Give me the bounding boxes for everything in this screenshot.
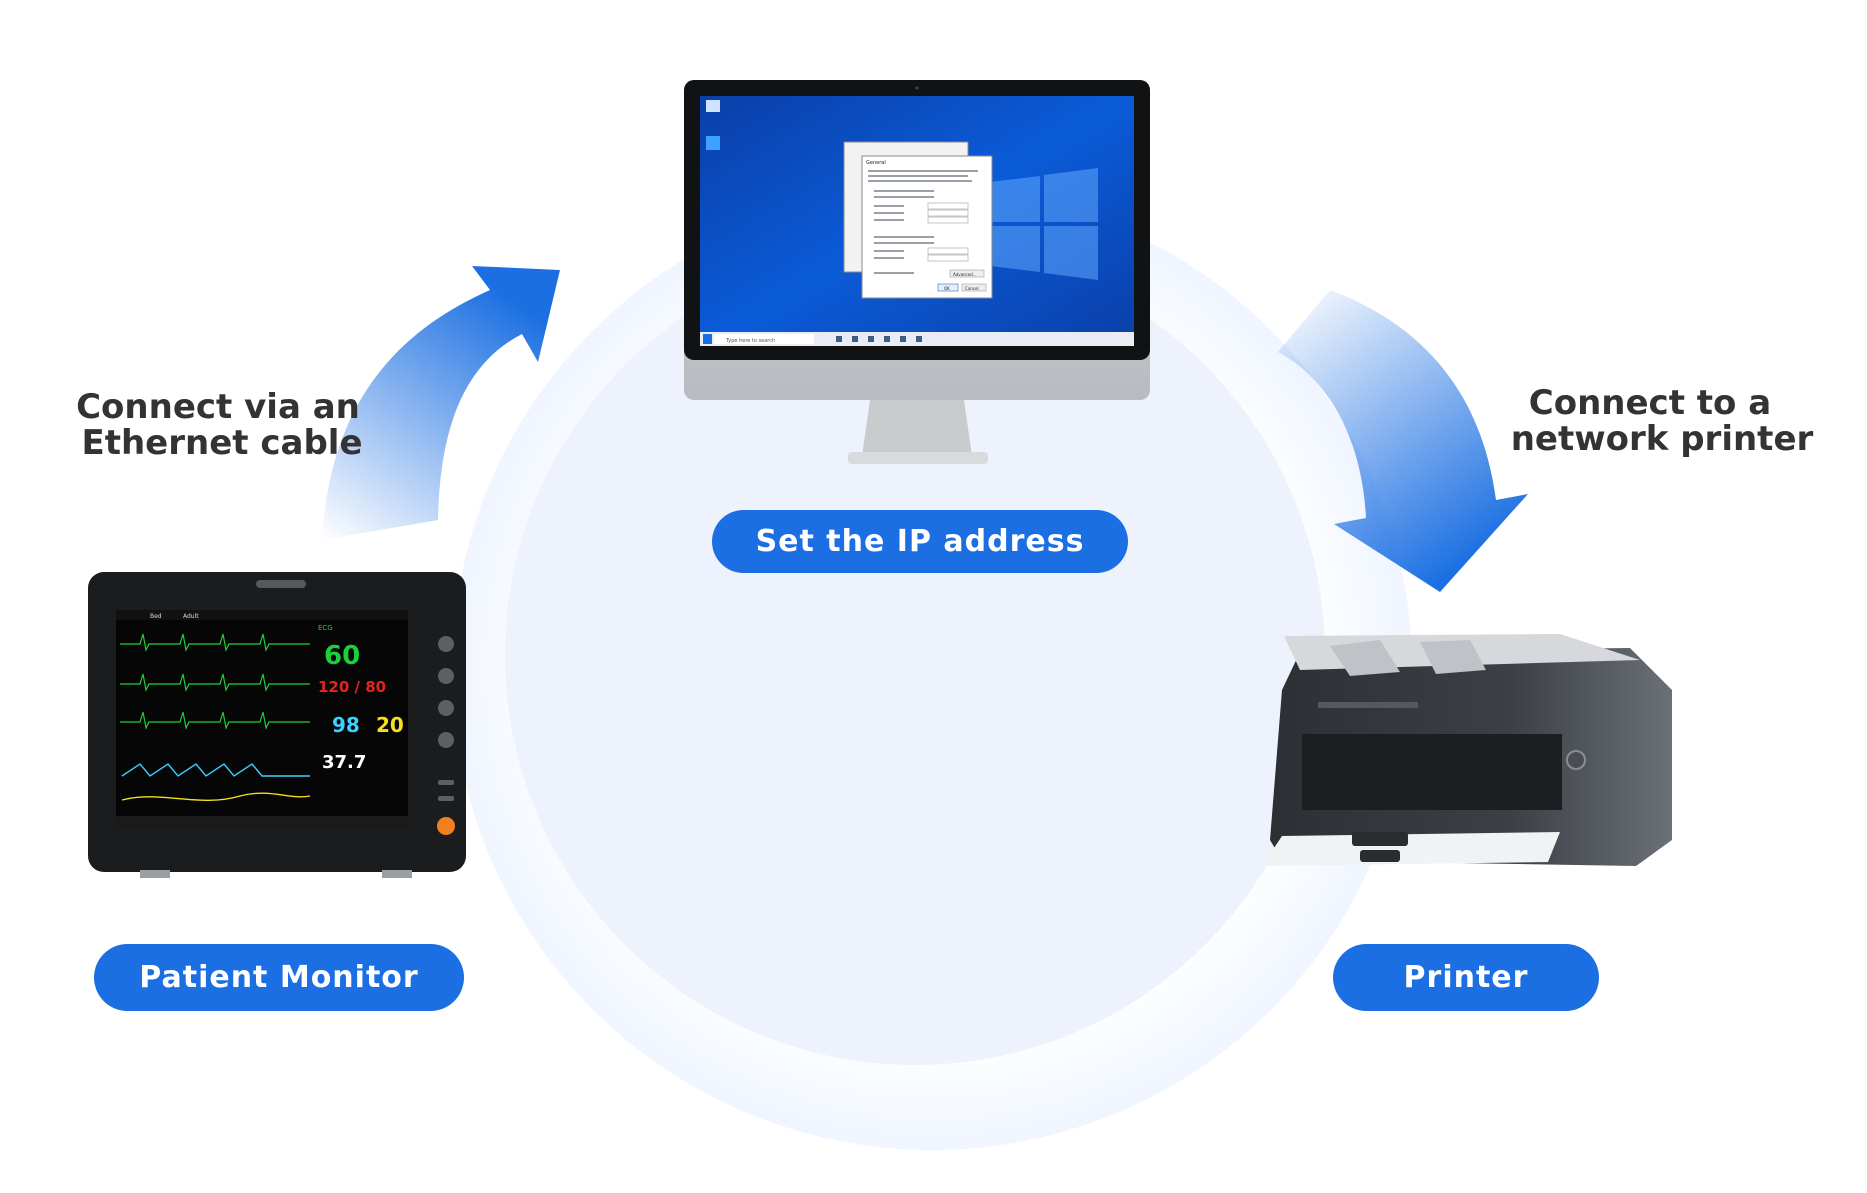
label-ethernet-line1: Connect via an bbox=[76, 387, 360, 427]
arrow-monitor-to-computer bbox=[322, 266, 560, 540]
node-patient-monitor-label: Patient Monitor bbox=[139, 960, 419, 995]
resp-value: 20 bbox=[376, 713, 404, 737]
ok-button bbox=[937, 283, 959, 292]
node-patient-monitor: Patient Monitor bbox=[94, 944, 464, 1011]
monitor-display bbox=[116, 610, 408, 828]
svg-text:Adult: Adult bbox=[183, 613, 199, 620]
node-printer: Printer bbox=[1333, 944, 1599, 1011]
svg-text:OK: OK bbox=[944, 286, 950, 291]
dialog-tab-label: General bbox=[866, 160, 886, 166]
svg-text:Bed: Bed bbox=[150, 613, 162, 620]
taskbar-search-box bbox=[714, 334, 814, 344]
svg-text:ECG: ECG bbox=[318, 624, 333, 632]
svg-text:Cancel: Cancel bbox=[965, 286, 979, 291]
hr-value: 60 bbox=[324, 641, 360, 671]
svg-text:Advanced...: Advanced... bbox=[953, 272, 977, 277]
label-printer-line1: Connect to a bbox=[1529, 383, 1771, 423]
node-set-ip-address-label: Set the IP address bbox=[755, 524, 1085, 559]
recycle-bin-icon bbox=[706, 100, 720, 112]
label-printer-line2: network printer bbox=[1511, 419, 1814, 459]
monitor-stand bbox=[862, 400, 972, 456]
printer-power-icon bbox=[1566, 750, 1586, 770]
label-ethernet-line2: Ethernet cable bbox=[81, 423, 362, 463]
patient-monitor-illustration: Bed Adult ECG 60 120 / 80 98 20 37.7 bbox=[88, 572, 466, 878]
printer-output-slot bbox=[1302, 734, 1562, 810]
output-paper bbox=[1262, 832, 1560, 866]
arrow-computer-to-printer bbox=[1278, 290, 1528, 592]
spo2-value: 98 bbox=[332, 713, 360, 737]
windows-logo-icon bbox=[990, 168, 1098, 280]
temp-value: 37.7 bbox=[322, 752, 366, 773]
power-button-icon bbox=[437, 817, 455, 835]
taskbar-search-placeholder: Type here to search bbox=[725, 338, 775, 344]
cancel-button bbox=[961, 283, 987, 292]
spo2-waveform bbox=[121, 763, 310, 777]
computer-illustration: General Advanced... OK Cancel Type here … bbox=[684, 80, 1150, 464]
node-printer-label: Printer bbox=[1403, 960, 1529, 995]
printer-illustration bbox=[1262, 634, 1672, 866]
edge-icon bbox=[706, 136, 720, 150]
resp-waveform bbox=[121, 792, 311, 801]
nibp-value: 120 / 80 bbox=[318, 678, 386, 696]
start-icon bbox=[703, 334, 712, 344]
node-set-ip-address: Set the IP address bbox=[712, 510, 1128, 573]
advanced-button bbox=[949, 269, 985, 278]
